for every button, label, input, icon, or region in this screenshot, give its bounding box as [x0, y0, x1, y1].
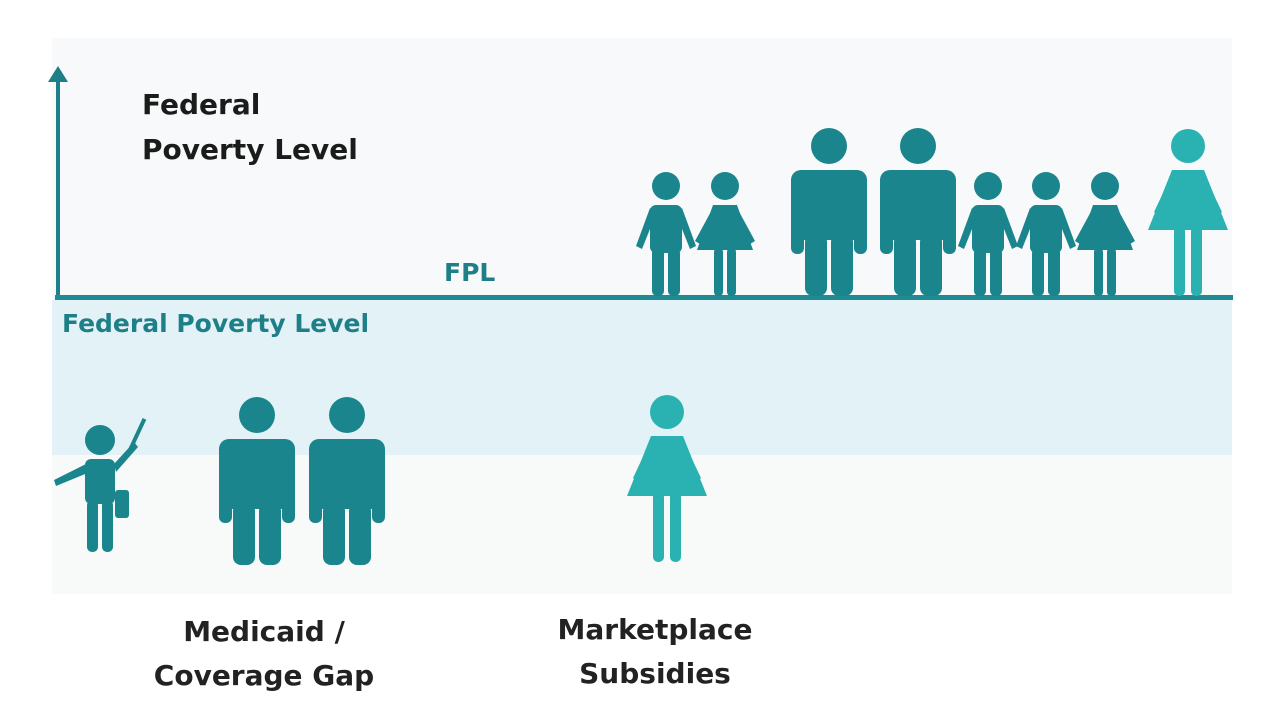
fpl-line	[55, 295, 1233, 300]
child-figure-icon	[695, 172, 755, 296]
band-label: Federal Poverty Level	[62, 309, 370, 338]
adult-figure-icon	[880, 128, 956, 296]
category-medicaid-line2: Coverage Gap	[153, 659, 375, 692]
fpl-label: FPL	[444, 258, 496, 287]
category-marketplace-line2: Subsidies	[579, 657, 731, 690]
vertical-axis	[56, 80, 60, 297]
woman-figure-icon	[627, 395, 707, 562]
category-marketplace: Marketplace Subsidies	[520, 608, 790, 696]
axis-title: Federal Poverty Level	[142, 82, 442, 172]
child-figure-icon	[636, 172, 696, 296]
adult-figure-icon	[791, 128, 867, 296]
axis-arrow-icon	[48, 66, 68, 82]
adult-figure-icon	[309, 397, 385, 565]
child-figure-icon	[958, 172, 1018, 296]
child-figure-icon	[1075, 172, 1135, 296]
category-marketplace-line1: Marketplace	[557, 613, 753, 646]
axis-title-line2: Poverty Level	[142, 133, 358, 166]
category-medicaid-line1: Medicaid /	[183, 615, 345, 648]
adult-figure-icon	[219, 397, 295, 565]
axis-title-line1: Federal	[142, 88, 261, 121]
student-figure-icon	[54, 418, 147, 552]
woman-figure-icon	[1148, 129, 1228, 296]
child-figure-icon	[1016, 172, 1076, 296]
category-medicaid: Medicaid / Coverage Gap	[124, 610, 404, 698]
